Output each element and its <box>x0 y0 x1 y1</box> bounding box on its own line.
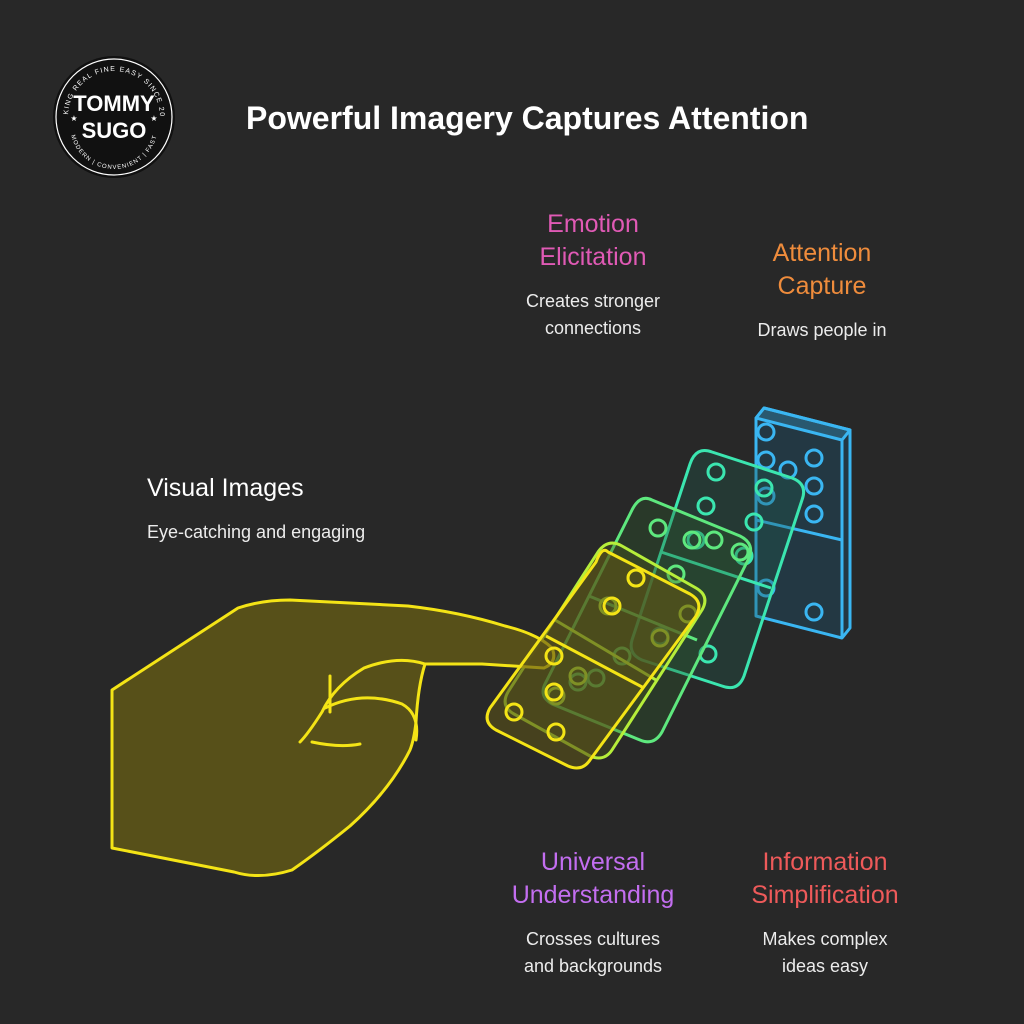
visual-images-block: Visual Images Eye-catching and engaging <box>147 472 467 546</box>
universal-understanding-block: Universal Understanding Crosses cultures… <box>478 846 708 980</box>
information-simplification-block: Information Simplification Makes complex… <box>712 846 938 980</box>
universal-understanding-description: Crosses cultures and backgrounds <box>523 929 663 976</box>
visual-images-title: Visual Images <box>147 474 304 502</box>
information-simplification-description: Makes complex ideas easy <box>762 929 888 976</box>
domino-yellow <box>485 548 701 770</box>
attention-capture-block: Attention Capture Draws people in <box>712 237 932 344</box>
emotion-elicitation-description: Creates stronger connections <box>525 291 661 338</box>
pointing-hand <box>110 598 556 877</box>
tommy-sugo-logo: MAKING REAL FINE EASY SINCE 2019 MODERN … <box>52 55 175 178</box>
domino-blue <box>754 406 852 640</box>
universal-understanding-title: Universal Understanding <box>511 848 675 909</box>
attention-capture-title: Attention Capture <box>772 239 872 300</box>
information-simplification-title: Information Simplification <box>751 848 899 909</box>
logo-word-sugo: SUGO <box>82 118 147 143</box>
page-title: Powerful Imagery Captures Attention <box>246 100 809 136</box>
logo-star-left-icon: ★ <box>70 114 77 123</box>
emotion-elicitation-title: Emotion Elicitation <box>539 210 647 271</box>
visual-images-description: Eye-catching and engaging <box>147 522 366 542</box>
attention-capture-description: Draws people in <box>757 320 887 340</box>
logo-star-right-icon: ★ <box>150 114 157 123</box>
logo-word-tommy: TOMMY <box>73 91 155 116</box>
emotion-elicitation-block: Emotion Elicitation Creates stronger con… <box>478 208 708 342</box>
